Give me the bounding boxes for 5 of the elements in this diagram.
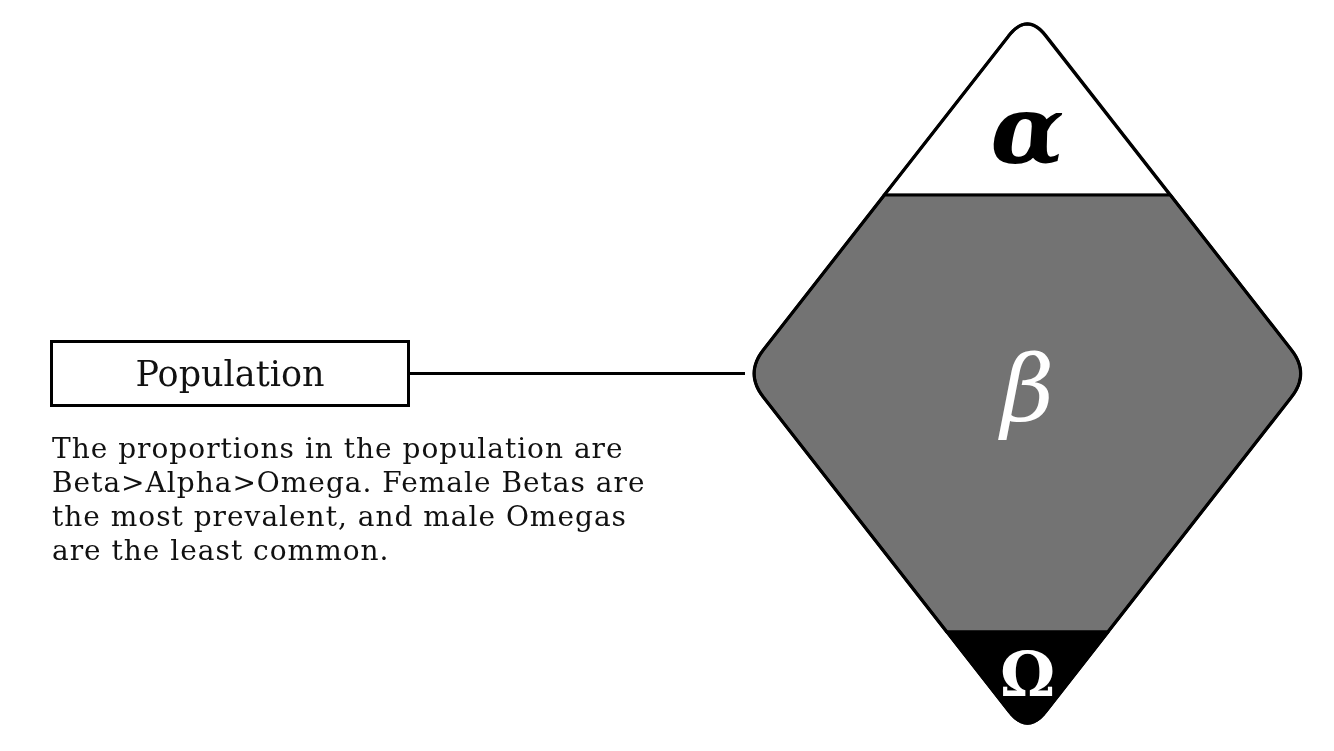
greek-letter-label: Ω: [999, 644, 1056, 706]
connector-line: [410, 372, 745, 375]
label-box: Population: [50, 340, 410, 407]
description-text: The proportions in the population are Beta>Alpha>Omega. Female Betas are the most prevalent, and male Omegas are the least common.: [52, 432, 647, 568]
greek-letter-label: α: [990, 82, 1065, 178]
